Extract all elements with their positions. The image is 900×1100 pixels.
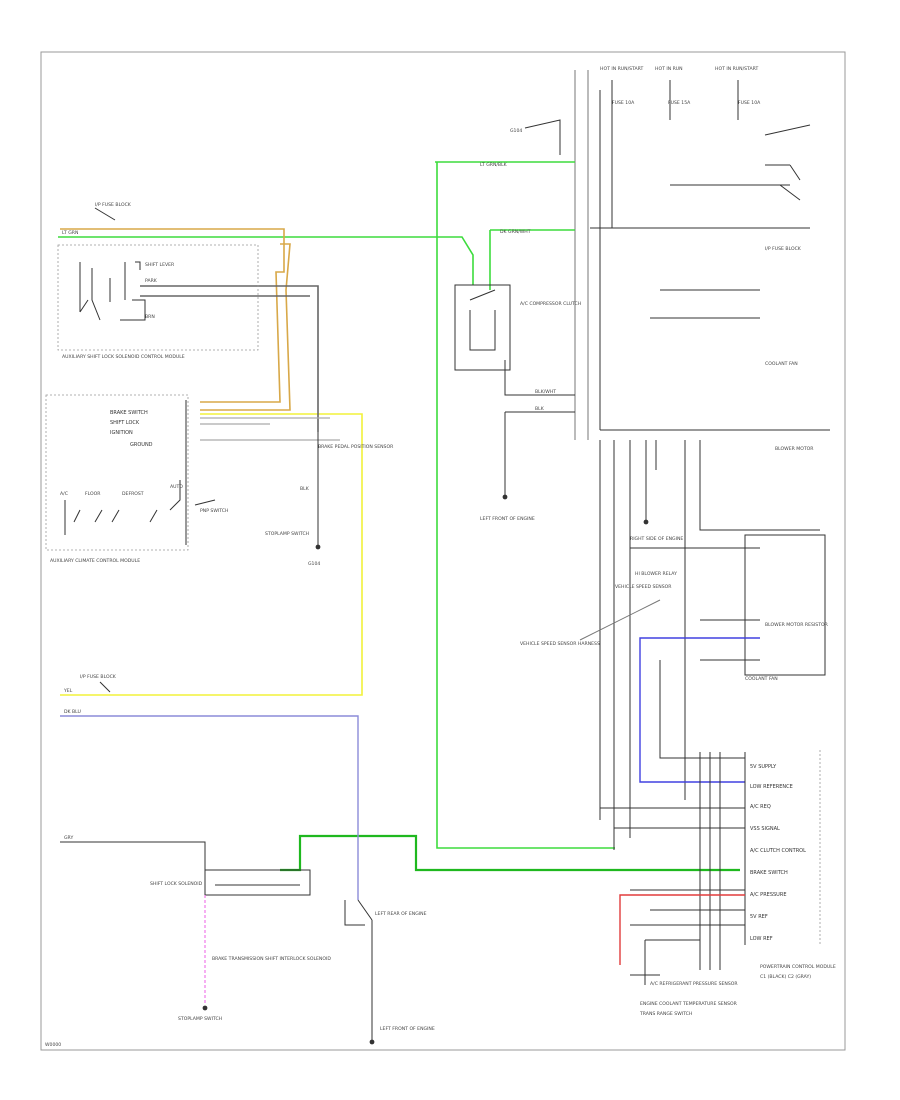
brn-label: BRN [145, 314, 155, 320]
blower-resistor-block: HI BLOWER RELAY BLOWER MOTOR RESISTOR VE… [520, 534, 829, 682]
pcm-pin-5: BRAKE SWITCH [750, 870, 788, 876]
stoplamp-label: STOPLAMP SWITCH [265, 531, 309, 537]
pcm-pin-8: LOW REF [750, 936, 773, 942]
lamp-c-label: DEFROST [122, 491, 144, 497]
ip-fuse-block-top: HOT IN RUN/START HOT IN RUN HOT IN RUN/S… [574, 66, 830, 440]
pcm-block: 5V SUPPLY LOW REFERENCE A/C REQ VSS SIGN… [600, 750, 836, 980]
g-ref-mid: G104 [308, 561, 320, 567]
vss-harness-label: VEHICLE SPEED SENSOR HARNESS [520, 641, 600, 647]
gnd-blk-label-1: BLK [300, 486, 310, 492]
blk-label: BLK [535, 406, 545, 412]
pin-sw-3-label: IGNITION [110, 430, 133, 436]
ac-compressor-label: A/C COMPRESSOR CLUTCH [520, 301, 581, 307]
coolant-fan-label-2: COOLANT FAN [745, 676, 778, 682]
ecm-block-label: POWERTRAIN CONTROL MODULE [760, 964, 836, 970]
pcm-pin-0: 5V SUPPLY [750, 764, 777, 770]
fuse-label-2: FUSE 15A [668, 100, 691, 106]
wire-gry-left-label: GRY [64, 835, 73, 841]
blk-wht-label: BLK/WHT [535, 389, 556, 395]
blower-motor-label: BLOWER MOTOR [775, 446, 814, 452]
right-ground-label: RIGHT SIDE OF ENGINE [630, 536, 683, 542]
pcm-pin-7: 5V REF [750, 914, 768, 920]
wire-yel-left-label: YEL [63, 688, 73, 694]
coolant-fan-label: COOLANT FAN [765, 361, 798, 367]
pcm-pin-3: VSS SIGNAL [750, 826, 780, 832]
shift-lock-solenoid: GRY SHIFT LOCK SOLENOID BRAKE TRANSMISSI… [60, 835, 331, 1022]
park-label: PARK [145, 278, 158, 284]
trans-range-label: TRANS RANGE SWITCH [639, 1011, 692, 1017]
resistor-label: BLOWER MOTOR RESISTOR [765, 622, 829, 628]
engine-coolant-label: ENGINE COOLANT TEMPERATURE SENSOR [640, 1001, 738, 1007]
pcm-pin-2: A/C REQ [750, 804, 771, 810]
pin-sw-2-label: SHIFT LOCK [110, 420, 140, 426]
vss-label: VEHICLE SPEED SENSOR [615, 584, 672, 590]
wire-gray-1 [140, 285, 319, 432]
lamp-d-label: AUTO [170, 484, 183, 490]
wire-blue [60, 715, 359, 900]
ac-pressure-sensor: A/C REFRIGERANT PRESSURE SENSOR ENGINE C… [630, 924, 745, 1017]
aux-control-module-label: AUXILIARY CLIMATE CONTROL MODULE [50, 558, 140, 564]
high-relay-label: HI BLOWER RELAY [635, 571, 677, 577]
hot-run-label-2: HOT IN RUN [655, 66, 683, 72]
brake-pedal-label: BRAKE PEDAL POSITION SENSOR [318, 444, 394, 450]
bottom-mid-label: LEFT REAR OF ENGINE [375, 911, 427, 917]
top-connector: G104 [510, 119, 561, 155]
left-ground-label: LEFT FRONT OF ENGINE [480, 516, 535, 522]
diagram-frame [40, 51, 846, 1051]
auxiliary-module-label: AUXILIARY SHIFT LOCK SOLENOID CONTROL MO… [62, 354, 185, 360]
wire-bblue [639, 637, 760, 783]
lamp-a-label: A/C [60, 491, 68, 497]
pin-sw-1-label: BRAKE SWITCH [110, 410, 148, 416]
fuse-label-1: FUSE 10A [612, 100, 635, 106]
ac-compressor-relay: A/C COMPRESSOR CLUTCH BLK/WHT BLK LEFT F… [454, 284, 581, 522]
pcm-pin-4: A/C CLUTCH CONTROL [750, 848, 806, 854]
pnp-switch-label: PNP SWITCH [200, 508, 228, 514]
wire-orange [60, 228, 285, 403]
wire-red [619, 894, 745, 965]
pcm-pin-list: 5V SUPPLY LOW REFERENCE A/C REQ VSS SIGN… [750, 764, 806, 942]
bottom-left-label: BRAKE TRANSMISSION SHIFT INTERLOCK SOLEN… [212, 956, 331, 962]
page-code: W0000 [45, 1042, 61, 1048]
wire-dkblu-left-label: DK BLU [64, 709, 81, 715]
fuse-label-3: FUSE 10A [738, 100, 761, 106]
wire-ltgrn-left-label: LT GRN [62, 230, 78, 236]
pcm-pin-6: A/C PRESSURE [750, 892, 786, 898]
i-p-fuse-block-label: I/P FUSE BLOCK [765, 246, 802, 252]
shift-lever-label: SHIFT LEVER [145, 262, 175, 268]
pcm-pin-1: LOW REFERENCE [750, 784, 793, 790]
brake-switch-group: PNP SWITCH BRAKE PEDAL POSITION SENSOR B… [194, 432, 394, 567]
wire-dkgrn-bottom [280, 834, 740, 872]
aux-shift-module: SHIFT LEVER PARK BRN AUXILIARY SHIFT LOC… [57, 244, 259, 360]
aux-climate-module: BRAKE SWITCH SHIFT LOCK IGNITION GROUND … [45, 394, 189, 564]
hot-run-label-3: HOT IN RUN/START [715, 66, 758, 72]
bottom-mid-switch: LEFT REAR OF ENGINE LEFT FRONT OF ENGINE [344, 899, 435, 1045]
bottom-label: SHIFT LOCK SOLENOID [150, 881, 203, 887]
ecm-conn-label: C1 (BLACK) C2 (GRAY) [760, 974, 811, 980]
dkgrn-wht-label: DK GRN/WHT [500, 229, 531, 235]
ltgrn-ac-label: LT GRN/BLK [480, 162, 508, 168]
a-c-pressure-label: A/C REFRIGERANT PRESSURE SENSOR [650, 981, 738, 987]
wire-ltgrn-horizontal [58, 236, 474, 285]
lamp-b-label: FLOOR [85, 491, 101, 497]
g-ref-label: G104 [510, 128, 522, 134]
hot-run-label-1: HOT IN RUN/START [600, 66, 643, 72]
wire-gray-3 [200, 417, 340, 441]
pin-sw-4-label: GROUND [130, 442, 153, 448]
i-p-fuse-block-top-left: I/P FUSE BLOCK [95, 202, 132, 208]
i-p-fuse-block-yel-label: I/P FUSE BLOCK [80, 674, 117, 680]
wire-orange-2 [200, 243, 291, 411]
wire-ltgrn-right [489, 229, 575, 290]
stoplamp-label-2: STOPLAMP SWITCH [178, 1016, 222, 1022]
wire-ltgrn-vertical [436, 162, 615, 849]
wire-yellow [60, 413, 363, 696]
left-ground-label-2: LEFT FRONT OF ENGINE [380, 1026, 435, 1032]
